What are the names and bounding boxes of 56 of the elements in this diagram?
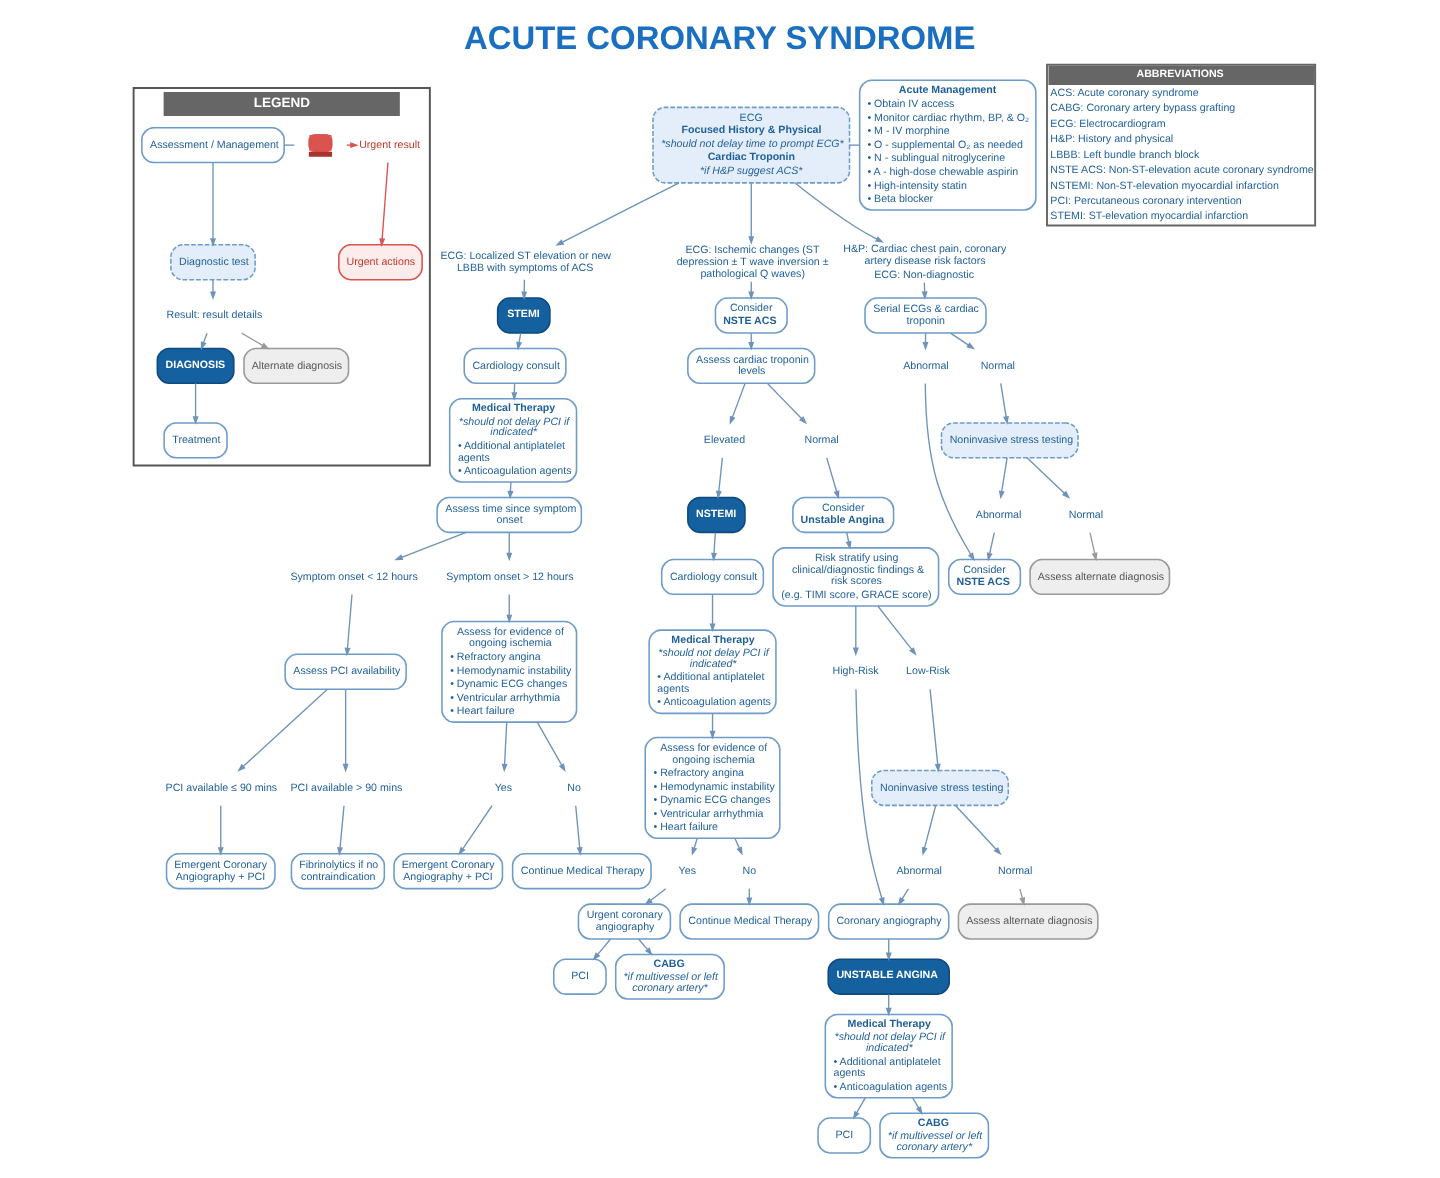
arrow (535, 721, 565, 773)
arrow (345, 142, 358, 149)
arrow (765, 382, 807, 425)
diagram-title: ACUTE CORONARY SYNDROME (462, 21, 975, 58)
arrow (690, 837, 697, 856)
arrow (209, 161, 215, 247)
arrow (505, 531, 512, 562)
arrow (747, 182, 754, 245)
arrow (378, 161, 388, 247)
connector (282, 144, 294, 146)
arrow (216, 805, 223, 856)
arrow (393, 531, 466, 561)
arrow (457, 805, 492, 856)
arrow (728, 382, 745, 425)
arrow (854, 688, 884, 907)
arrow (733, 837, 742, 856)
arrow (999, 382, 1008, 425)
arrow (948, 332, 975, 350)
arrow (239, 332, 269, 350)
arrow (985, 531, 994, 562)
arrow (554, 182, 679, 246)
arrow (636, 938, 652, 956)
arrow (1088, 531, 1097, 562)
arrow (825, 457, 839, 500)
arrow (505, 593, 512, 624)
arrow (997, 457, 1007, 500)
arrow (896, 888, 909, 906)
arrow (708, 593, 715, 633)
arrow (500, 721, 507, 773)
arrow (710, 531, 716, 562)
arrow (574, 805, 582, 856)
arrow (1018, 888, 1025, 907)
arrow (844, 531, 851, 550)
arrow (793, 182, 883, 243)
arrow (209, 279, 215, 301)
arrow (851, 1097, 865, 1120)
arrow (920, 805, 936, 856)
arrow (341, 688, 348, 773)
arrow (506, 481, 513, 500)
arrow (643, 888, 666, 906)
arrow (714, 457, 723, 500)
arrow (336, 805, 344, 856)
arrow (191, 382, 198, 425)
connector (847, 144, 860, 146)
arrow (876, 605, 916, 656)
arrow (236, 688, 328, 772)
arrow (954, 805, 1001, 856)
arrow (591, 938, 611, 961)
arrow (343, 593, 352, 657)
arrow (1025, 457, 1070, 499)
arrow (515, 332, 522, 351)
arrow (851, 605, 858, 657)
arrow (911, 1097, 922, 1115)
arrow (923, 382, 974, 562)
arrow (199, 332, 207, 351)
arrow (928, 688, 940, 773)
